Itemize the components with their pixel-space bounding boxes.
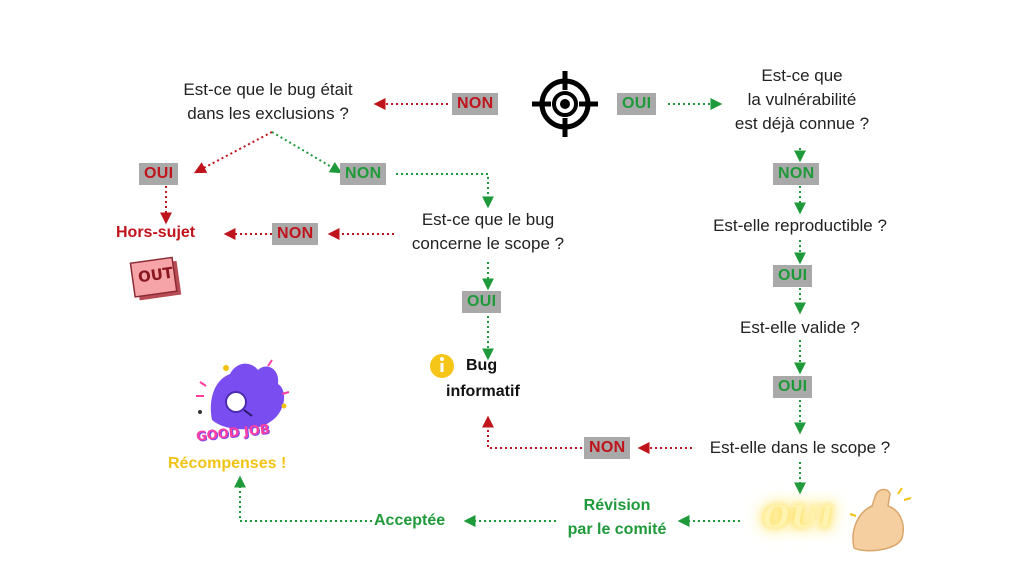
out-sticker-icon <box>129 256 182 301</box>
question-in-scope: Est-elle dans le scope ? <box>709 438 891 457</box>
ok-hand-icon <box>196 359 290 430</box>
info-icon <box>430 354 454 378</box>
question-known-line1: Est-ce que <box>761 66 843 85</box>
question-reproducible: Est-elle reproductible ? <box>713 216 887 235</box>
outcome-hors-sujet: Hors-sujet <box>116 224 196 241</box>
outcome-bug-informatif: Bug informatif <box>446 356 520 402</box>
step-acceptee: Acceptée <box>374 512 446 529</box>
badge-oui-reproducible: OUI <box>773 265 813 287</box>
badge-non-top: NON <box>452 93 499 115</box>
question-bug-scope-line2: concerne le scope ? <box>411 234 565 253</box>
flexed-biceps-icon <box>849 487 912 552</box>
revision-line2: par le comité <box>567 521 667 538</box>
question-valid: Est-elle valide ? <box>739 318 861 337</box>
question-known-line2: la vulnérabilité <box>747 90 857 109</box>
bug-informatif-line1: Bug <box>466 357 498 374</box>
step-revision: Révision par le comité <box>568 494 667 542</box>
arrow-acceptee-to-recompenses <box>234 475 372 522</box>
arrow-non-to-scope <box>396 173 494 209</box>
question-bug-scope: Est-ce que le bug concerne le scope ? <box>412 208 564 256</box>
revision-line1: Révision <box>583 497 651 514</box>
question-bug-scope-line1: Est-ce que le bug <box>421 210 555 229</box>
badge-non-exclusions: NON <box>340 163 387 185</box>
oui-final: OUI <box>763 500 836 535</box>
badge-oui-top: OUI <box>617 93 657 115</box>
arrow-excl-to-non <box>271 131 343 174</box>
question-exclusions-line2: dans les exclusions ? <box>187 104 349 123</box>
badge-non-scope: NON <box>272 223 319 245</box>
badge-non-known: NON <box>773 163 820 185</box>
bug-informatif-line2: informatif <box>446 383 520 400</box>
question-exclusions-line1: Est-ce que le bug était <box>183 80 353 99</box>
outcome-recompenses: Récompenses ! <box>168 455 287 472</box>
question-exclusions: Est-ce que le bug était dans les exclusi… <box>183 78 352 126</box>
badge-oui-scope: OUI <box>462 291 502 313</box>
target-icon <box>532 71 598 137</box>
question-known-vuln: Est-ce que la vulnérabilité est déjà con… <box>735 64 869 136</box>
badge-oui-exclusions: OUI <box>139 163 179 185</box>
arrow-excl-to-oui <box>193 131 273 174</box>
question-known-line3: est déjà connue ? <box>734 114 870 133</box>
badge-non-in-scope: NON <box>584 437 631 459</box>
badge-oui-valid: OUI <box>773 376 813 398</box>
arrow-non-to-informatif <box>482 415 582 449</box>
